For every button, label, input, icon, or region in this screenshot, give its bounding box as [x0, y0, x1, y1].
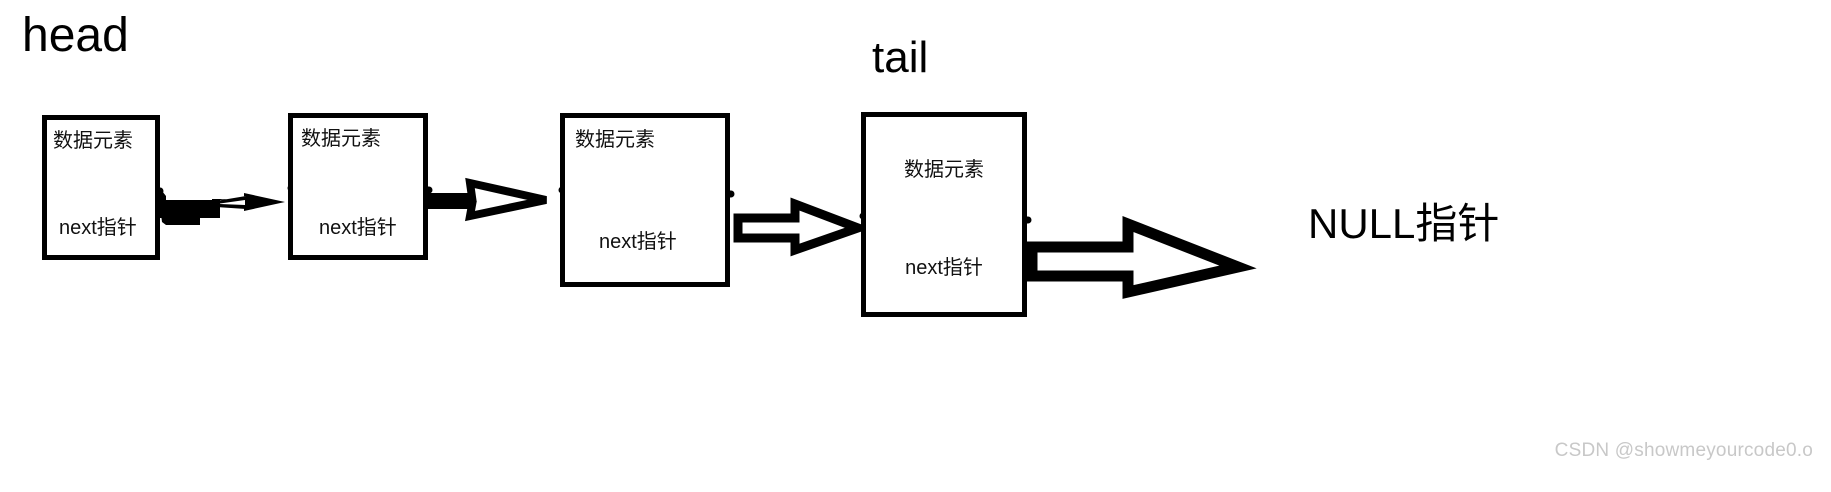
null-pointer-label: NULL指针 [1308, 200, 1500, 247]
list-node-2: 数据元素 next指针 [288, 113, 428, 260]
arrow-node4-to-null [1026, 215, 1257, 299]
list-node-4-pointer-cell: next指针 [866, 223, 1022, 313]
list-node-2-pointer-label: next指针 [319, 216, 397, 239]
arrow-node2-to-node3 [424, 177, 547, 222]
list-node-4-data-cell: 数据元素 [866, 117, 1022, 223]
list-node-4-tail: 数据元素 next指针 [861, 112, 1027, 317]
list-node-2-pointer-cell: next指针 [293, 195, 423, 255]
list-node-1-pointer-cell: next指针 [47, 195, 155, 255]
csdn-watermark: CSDN @showmeyourcode0.o [1554, 440, 1813, 461]
list-node-3-data-cell: 数据元素 [565, 118, 725, 197]
list-node-1-data-cell: 数据元素 [47, 120, 155, 195]
list-node-1-data-label: 数据元素 [53, 130, 133, 152]
list-node-4-data-label: 数据元素 [904, 158, 984, 181]
list-node-2-data-cell: 数据元素 [293, 118, 423, 195]
list-node-3-pointer-label: next指针 [599, 231, 677, 253]
head-label: head [22, 9, 129, 62]
list-node-1-pointer-label: next指针 [59, 216, 137, 239]
tail-label: tail [872, 33, 929, 82]
list-node-3: 数据元素 next指针 [560, 113, 730, 287]
list-node-1: 数据元素 next指针 [42, 115, 160, 260]
arrow-node3-to-node4 [733, 197, 872, 257]
arrow-node1-to-node2 [158, 191, 285, 225]
list-node-2-data-label: 数据元素 [301, 128, 381, 150]
list-node-4-pointer-label: next指针 [905, 256, 983, 279]
list-node-3-data-label: 数据元素 [575, 129, 655, 151]
list-node-3-pointer-cell: next指针 [565, 197, 725, 282]
